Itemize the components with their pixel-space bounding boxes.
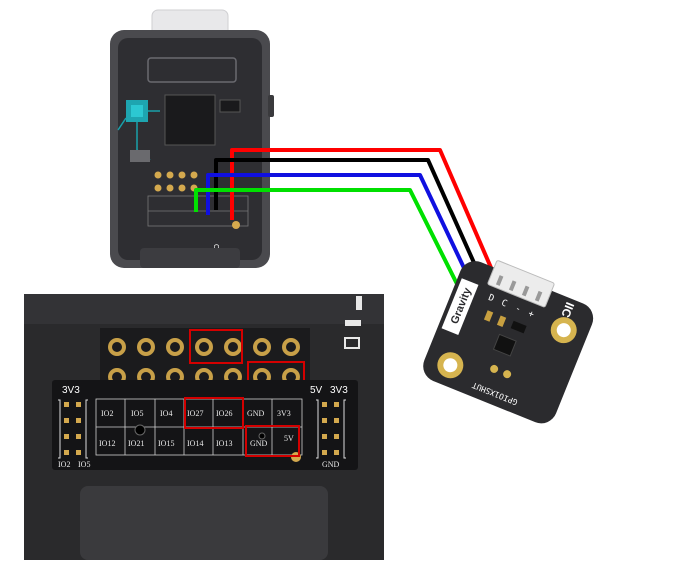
sensor-chip	[492, 333, 517, 357]
right-pads	[322, 402, 339, 455]
module-pads	[154, 171, 198, 192]
module-foot	[140, 248, 240, 268]
pin-bottom-6: 5V	[284, 434, 294, 443]
controller-module: OIE	[110, 9, 274, 268]
pin-bottom-1: IO21	[128, 439, 144, 448]
highlight-label-io27-io26	[184, 397, 244, 429]
wire-red	[230, 148, 507, 301]
side-button	[268, 95, 274, 117]
sensor-board: Gravity IIC D C - + GPIO1XSHUT	[423, 260, 594, 424]
highlight-pins-io27-io26	[189, 329, 243, 364]
main-chip	[164, 94, 216, 146]
brand-block	[441, 278, 479, 335]
antenna-trace	[147, 57, 237, 83]
bottom-left-io5: IO5	[78, 460, 90, 469]
right-5v-label: 5V	[310, 385, 323, 396]
pin-top-1: IO5	[131, 409, 143, 418]
via-dot-right	[258, 432, 266, 440]
pin-bottom-5: GND	[250, 439, 268, 448]
pin-top-2: IO4	[160, 409, 172, 418]
left-3v3-label: 3V3	[62, 385, 80, 396]
pin-bottom-3: IO14	[187, 439, 203, 448]
right-gnd-label: GND	[322, 460, 340, 469]
sensor-pin-minus: -	[513, 304, 522, 315]
sensor-pin-c: C	[500, 298, 509, 309]
pin-top-3: IO27	[187, 409, 203, 418]
pin-bottom-2: IO15	[158, 439, 174, 448]
pin-bottom-0: IO12	[99, 439, 115, 448]
right-3v3-label: 3V3	[330, 385, 348, 396]
highlight-label-gnd-5v	[245, 425, 300, 457]
zoomed-header: 3V3 5V 3V3 IO2 IO5 GND	[24, 294, 384, 560]
left-pads	[64, 402, 81, 455]
zoom-top-edge	[24, 294, 384, 324]
pin-top-5: GND	[247, 409, 265, 418]
small-chip	[219, 99, 241, 113]
pin-top-4: IO26	[216, 409, 232, 418]
bottom-left-io2: IO2	[58, 460, 70, 469]
pin-top-0: IO2	[101, 409, 113, 418]
via-dot-left	[134, 424, 146, 436]
wires	[194, 148, 507, 311]
pin-bottom-4: IO13	[216, 439, 232, 448]
zoom-clip	[80, 486, 328, 560]
side-tab-c	[344, 337, 360, 349]
module-gold-dot	[232, 221, 240, 229]
side-tab-a	[356, 296, 362, 310]
teal-chip-core	[131, 105, 143, 117]
sensor-pin-d: D	[487, 293, 496, 304]
pin-top-6: 3V3	[277, 409, 291, 418]
sensor-pin-plus: +	[526, 309, 535, 321]
side-tab-b	[345, 320, 361, 326]
silk-panel	[52, 380, 358, 470]
module-case-inner	[118, 38, 262, 260]
wire-green	[194, 188, 472, 311]
wire-blue	[206, 173, 484, 307]
pins-top	[108, 338, 300, 356]
sensor-protocol: IIC	[558, 300, 577, 320]
crystal	[130, 150, 150, 162]
wire-black	[214, 158, 494, 304]
